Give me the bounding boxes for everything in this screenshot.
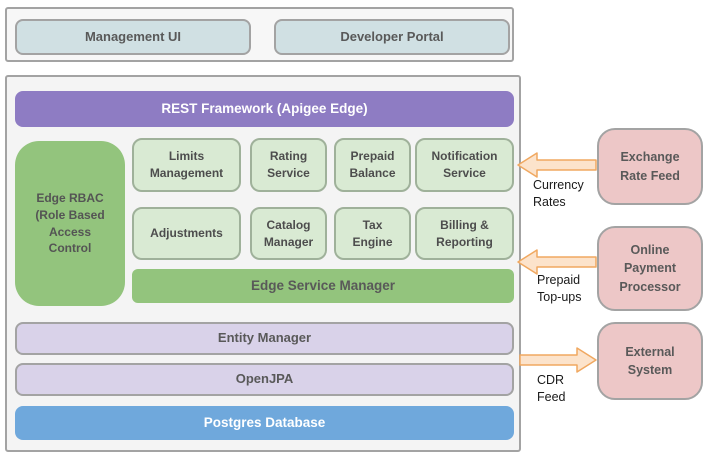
edge-rbac-line-2: (Role Based [35,207,105,222]
entity-manager-label: Entity Manager [217,330,312,346]
edge-rbac-line-4: Control [48,241,92,256]
edge-rbac-box: Edge RBAC (Role Based Access Control [15,141,125,306]
notification-service-label: Notification Service [431,149,498,180]
service-box-limits-management: Limits Management [132,138,241,192]
adjustments-label: Adjustments [150,226,223,241]
catalog-manager-label: Catalog Manager [263,217,314,249]
tax-engine-label: Tax Engine [352,217,393,249]
service-box-rating-service: Rating Service [250,138,327,192]
management-ui-box: Management UI [15,19,251,55]
postgres-database-label: Postgres Database [203,414,326,430]
entity-manager-bar: Entity Manager [15,322,514,355]
developer-portal-label: Developer Portal [340,28,444,44]
service-box-adjustments: Adjustments [132,207,241,260]
online-payment-processor-label: Online Payment Processor [619,243,681,294]
service-box-billing-reporting: Billing & Reporting [415,207,514,260]
billing-reporting-label: Billing & Reporting [436,217,493,249]
rest-framework-label: REST Framework (Apigee Edge) [161,100,368,116]
openjpa-bar: OpenJPA [15,363,514,396]
prepaid-topups-arrow-left-icon [517,249,597,275]
currency-rates-arrow-left-icon [517,152,597,178]
client-layer-panel: Management UI Developer Portal [5,7,514,62]
external-system-label: External System [625,344,675,377]
developer-portal-box: Developer Portal [274,19,510,55]
edge-service-manager-bar: Edge Service Manager [132,269,514,303]
service-box-tax-engine: Tax Engine [334,207,411,260]
edge-rbac-line-3: Access [48,224,92,239]
exchange-rate-feed-box: Exchange Rate Feed [597,128,703,205]
rest-framework-bar: REST Framework (Apigee Edge) [15,91,514,127]
flow-label-prepaid-topups: Prepaid Top-ups [537,273,582,304]
management-ui-label: Management UI [84,28,182,44]
service-box-prepaid-balance: Prepaid Balance [334,138,411,192]
platform-panel: REST Framework (Apigee Edge) Edge RBAC (… [5,75,521,452]
edge-rbac-line-1: Edge RBAC [36,190,104,205]
prepaid-balance-label: Prepaid Balance [349,149,396,180]
cdr-feed-arrow-right-icon [519,347,597,373]
rating-service-label: Rating Service [267,149,310,180]
flow-label-cdr-feed: CDR Feed [537,373,566,404]
service-box-catalog-manager: Catalog Manager [250,207,327,260]
service-box-notification-service: Notification Service [415,138,514,192]
exchange-rate-feed-label: Exchange Rate Feed [620,150,680,183]
limits-management-label: Limits Management [149,149,224,180]
openjpa-label: OpenJPA [235,371,294,387]
flow-label-currency-rates: Currency Rates [533,178,584,209]
postgres-database-bar: Postgres Database [15,406,514,440]
external-system-box: External System [597,322,703,400]
edge-service-manager-label: Edge Service Manager [250,277,396,293]
online-payment-processor-box: Online Payment Processor [597,226,703,311]
